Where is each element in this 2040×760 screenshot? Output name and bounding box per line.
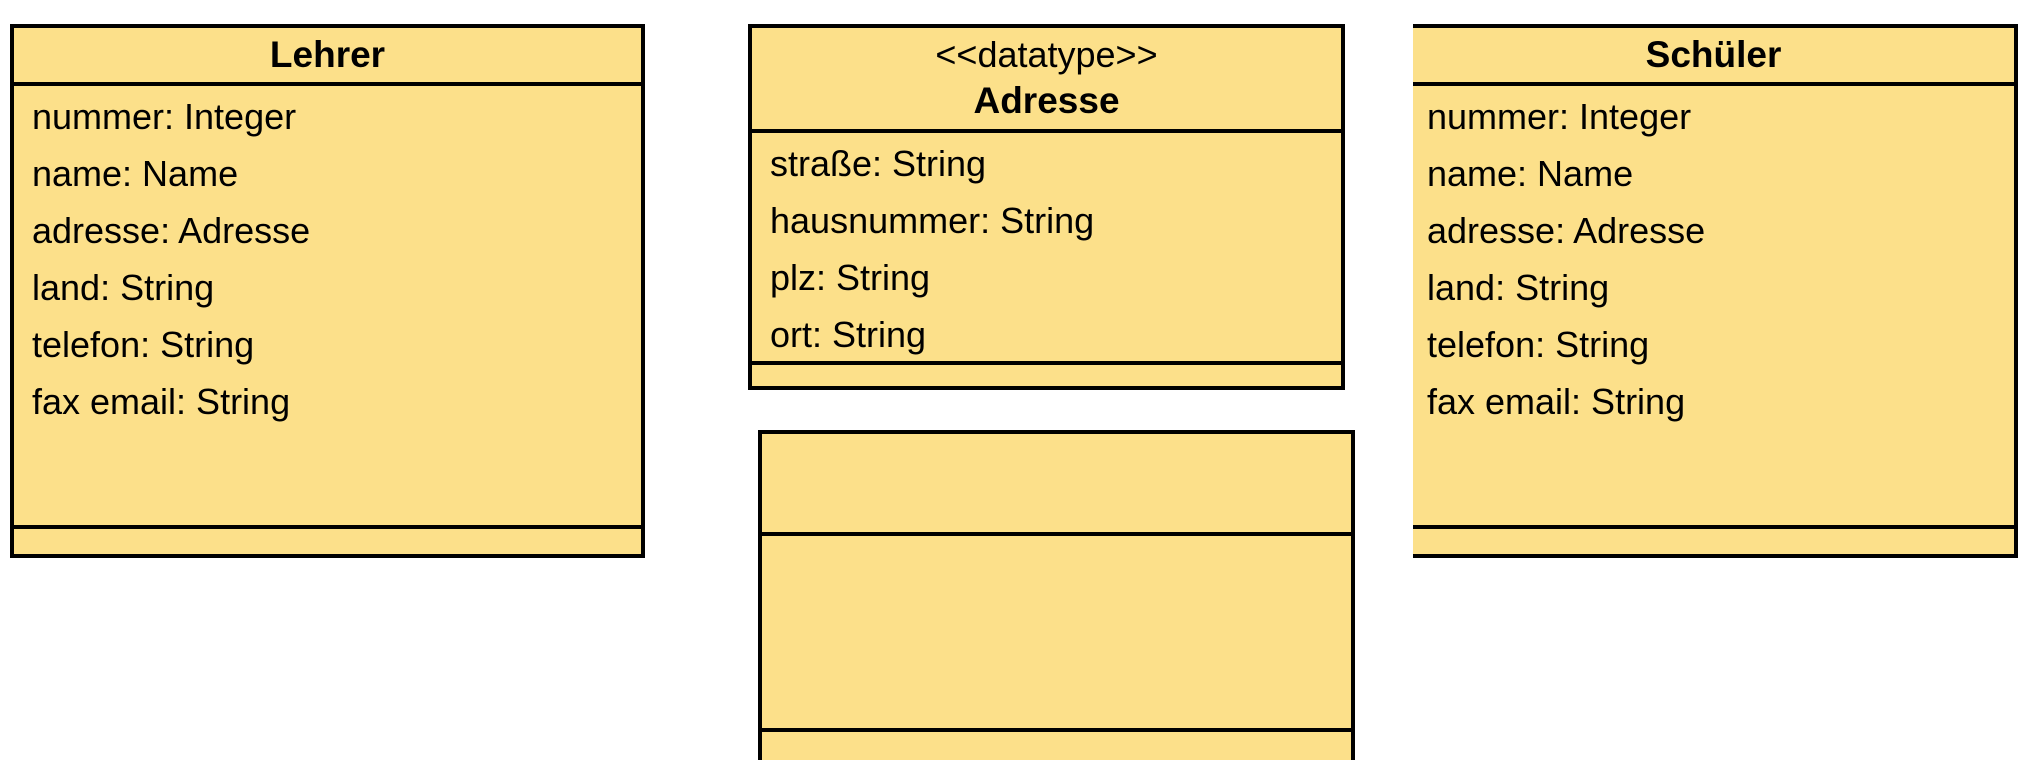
attribute-row: ort: String <box>770 314 927 355</box>
class-title-compartment-adresse: <<datatype>> Adresse <box>752 28 1341 129</box>
attribute-row: telefon: String <box>1427 324 1650 365</box>
class-operations-compartment-blank <box>762 728 1351 760</box>
attribute-row: nummer: Integer <box>32 96 297 137</box>
attribute-row: straße: String <box>770 143 987 184</box>
class-attributes-compartment-adresse: straße: String hausnummer: String plz: S… <box>752 129 1341 361</box>
class-title-compartment-schueler: Schüler <box>1413 28 2014 82</box>
attribute-row: telefon: String <box>32 324 255 365</box>
class-attributes-compartment-blank <box>762 532 1351 728</box>
attribute-row: adresse: Adresse <box>1427 210 1706 251</box>
class-attributes-compartment-schueler: nummer: Integer name: Name adresse: Adre… <box>1413 82 2014 525</box>
uml-class-lehrer[interactable]: Lehrer nummer: Integer name: Name adress… <box>10 24 645 558</box>
attribute-row: hausnummer: String <box>770 200 1095 241</box>
class-title-compartment-blank <box>762 434 1351 532</box>
class-name-schueler: Schüler <box>1645 34 1782 75</box>
uml-class-schueler[interactable]: Schüler nummer: Integer name: Name adres… <box>1413 24 2018 558</box>
class-name-lehrer: Lehrer <box>269 34 386 75</box>
class-operations-compartment-adresse <box>752 361 1341 382</box>
class-attributes-compartment-lehrer: nummer: Integer name: Name adresse: Adre… <box>14 82 641 525</box>
uml-class-adresse[interactable]: <<datatype>> Adresse straße: String haus… <box>748 24 1345 390</box>
attribute-row: land: String <box>1427 267 1610 308</box>
attribute-row: plz: String <box>770 257 931 298</box>
attribute-row: name: Name <box>32 153 239 194</box>
attribute-row: nummer: Integer <box>1427 96 1692 137</box>
class-operations-compartment-lehrer <box>14 525 641 550</box>
uml-class-blank[interactable] <box>758 430 1355 760</box>
class-operations-compartment-schueler <box>1413 525 2014 550</box>
attribute-row: fax email: String <box>32 381 291 422</box>
attribute-row: fax email: String <box>1427 381 1686 422</box>
attribute-row: name: Name <box>1427 153 1634 194</box>
class-stereotype-adresse: <<datatype>> <box>935 34 1158 75</box>
class-name-adresse: Adresse <box>973 80 1120 121</box>
attribute-row: land: String <box>32 267 215 308</box>
class-title-compartment-lehrer: Lehrer <box>14 28 641 82</box>
attribute-row: adresse: Adresse <box>32 210 311 251</box>
